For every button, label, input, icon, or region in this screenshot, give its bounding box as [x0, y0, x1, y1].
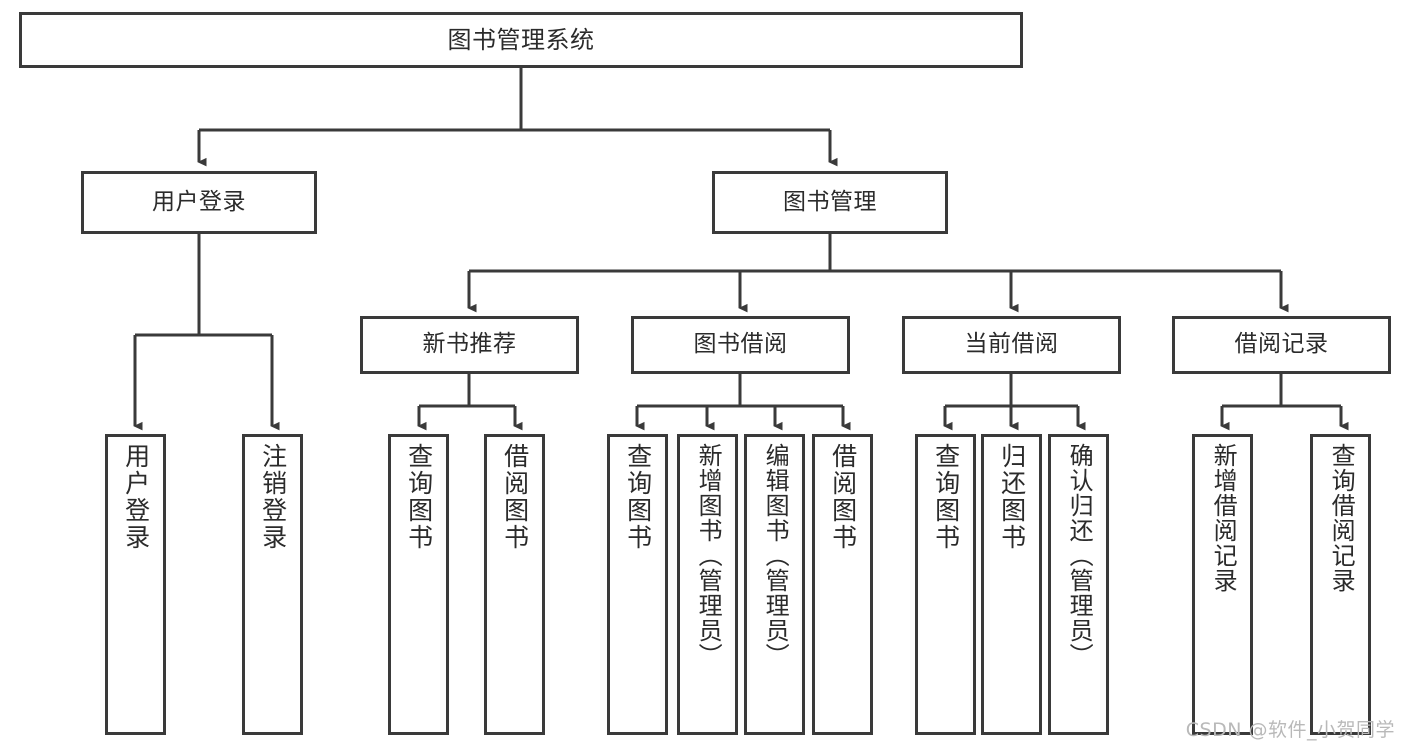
leaf-user-login-login[interactable]: 用户登录: [105, 434, 166, 735]
node-label: 借阅图书: [500, 443, 530, 551]
leaf-borrow-query-book[interactable]: 查询图书: [607, 434, 668, 735]
leaf-user-login-logout[interactable]: 注销登录: [242, 434, 303, 735]
node-label: 确认归还（管理员）: [1065, 443, 1094, 668]
node-label: 新增图书（管理员）: [694, 443, 723, 668]
node-label: 新增借阅记录: [1209, 443, 1238, 593]
node-root-system[interactable]: 图书管理系统: [19, 12, 1023, 68]
node-label: 新书推荐: [422, 331, 517, 358]
node-label: 归还图书: [997, 443, 1027, 551]
node-label: 用户登录: [152, 188, 246, 215]
node-current-borrow[interactable]: 当前借阅: [902, 316, 1121, 374]
node-label: 图书借阅: [693, 331, 788, 358]
node-label: 用户登录: [121, 443, 151, 551]
node-new-book-recommend[interactable]: 新书推荐: [360, 316, 579, 374]
leaf-record-query-record[interactable]: 查询借阅记录: [1310, 434, 1371, 735]
node-book-management[interactable]: 图书管理: [712, 171, 948, 234]
node-label: 查询图书: [931, 443, 961, 551]
leaf-recommend-borrow-book[interactable]: 借阅图书: [484, 434, 545, 735]
node-label: 借阅图书: [828, 443, 858, 551]
leaf-current-query-book[interactable]: 查询图书: [915, 434, 976, 735]
node-label: 借阅记录: [1234, 331, 1329, 358]
node-label: 注销登录: [258, 443, 288, 551]
leaf-borrow-edit-book-admin[interactable]: 编辑图书（管理员）: [744, 434, 805, 735]
node-label: 查询图书: [623, 443, 653, 551]
leaf-borrow-add-book-admin[interactable]: 新增图书（管理员）: [677, 434, 738, 735]
leaf-record-add-record[interactable]: 新增借阅记录: [1192, 434, 1253, 735]
node-label: 查询借阅记录: [1327, 443, 1356, 593]
node-borrow-record[interactable]: 借阅记录: [1172, 316, 1391, 374]
leaf-current-return-book[interactable]: 归还图书: [981, 434, 1042, 735]
node-label: 查询图书: [404, 443, 434, 551]
node-label: 图书管理: [783, 188, 877, 215]
node-book-borrow[interactable]: 图书借阅: [631, 316, 850, 374]
node-user-login[interactable]: 用户登录: [81, 171, 317, 234]
leaf-current-confirm-return-admin[interactable]: 确认归还（管理员）: [1048, 434, 1109, 735]
node-label: 编辑图书（管理员）: [761, 443, 790, 668]
node-label: 当前借阅: [964, 331, 1059, 358]
node-label: 图书管理系统: [447, 25, 595, 54]
leaf-borrow-borrow-book[interactable]: 借阅图书: [812, 434, 873, 735]
leaf-recommend-query-book[interactable]: 查询图书: [388, 434, 449, 735]
